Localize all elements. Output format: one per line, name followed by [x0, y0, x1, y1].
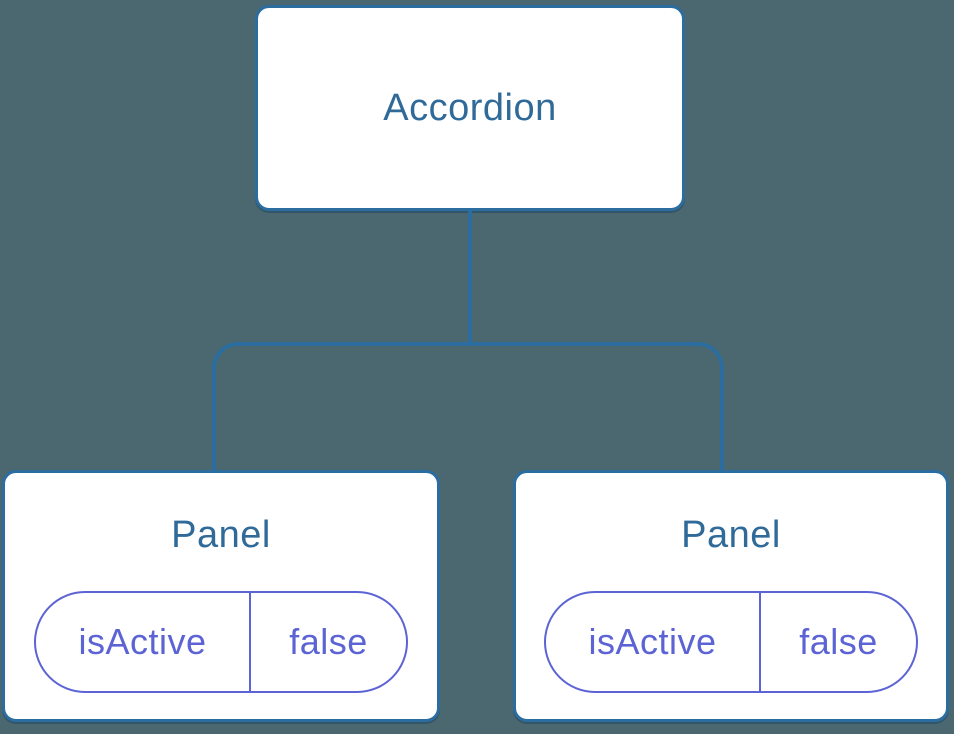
node-panel-right: Panel isActive false — [513, 470, 949, 722]
connector-stem — [468, 211, 472, 345]
connector-bracket — [212, 342, 724, 470]
panel-left-state-pill: isActive false — [34, 591, 408, 693]
panel-left-prop-name: isActive — [36, 593, 251, 691]
panel-right-prop-value: false — [799, 621, 878, 662]
panel-left-label: Panel — [171, 514, 271, 556]
node-panel-left: Panel isActive false — [2, 470, 440, 722]
panel-right-state-pill: isActive false — [544, 591, 918, 693]
panel-right-prop-name: isActive — [546, 593, 761, 691]
panel-right-label: Panel — [681, 514, 781, 556]
accordion-node-label: Accordion — [383, 87, 557, 129]
panel-left-prop-value: false — [289, 621, 368, 662]
node-accordion: Accordion — [255, 5, 685, 211]
